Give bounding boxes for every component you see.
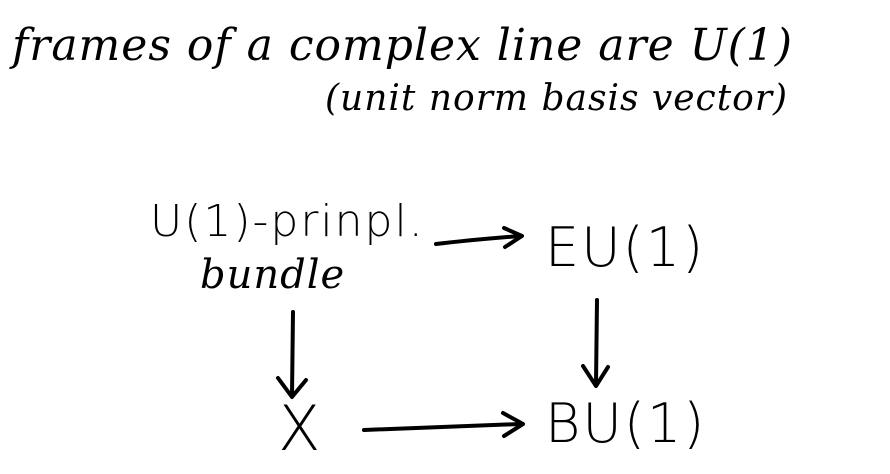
arrow-right-vertical bbox=[581, 298, 610, 388]
arrow-top-horizontal bbox=[434, 226, 524, 249]
node-classifying-space: BU(1) bbox=[545, 392, 707, 455]
node-total-space: EU(1) bbox=[545, 216, 706, 279]
node-bundle-label-line-2: bundle bbox=[200, 252, 346, 298]
arrow-left-vertical bbox=[276, 310, 308, 399]
node-bundle-label-line-1: U(1)-prinpl. bbox=[150, 196, 425, 247]
node-base-space: X bbox=[278, 392, 323, 465]
arrow-bottom-horizontal bbox=[362, 411, 525, 438]
title-line-2: (unit norm basis vector) bbox=[325, 78, 789, 119]
title-line-1: frames of a complex line are U(1) bbox=[12, 20, 793, 71]
